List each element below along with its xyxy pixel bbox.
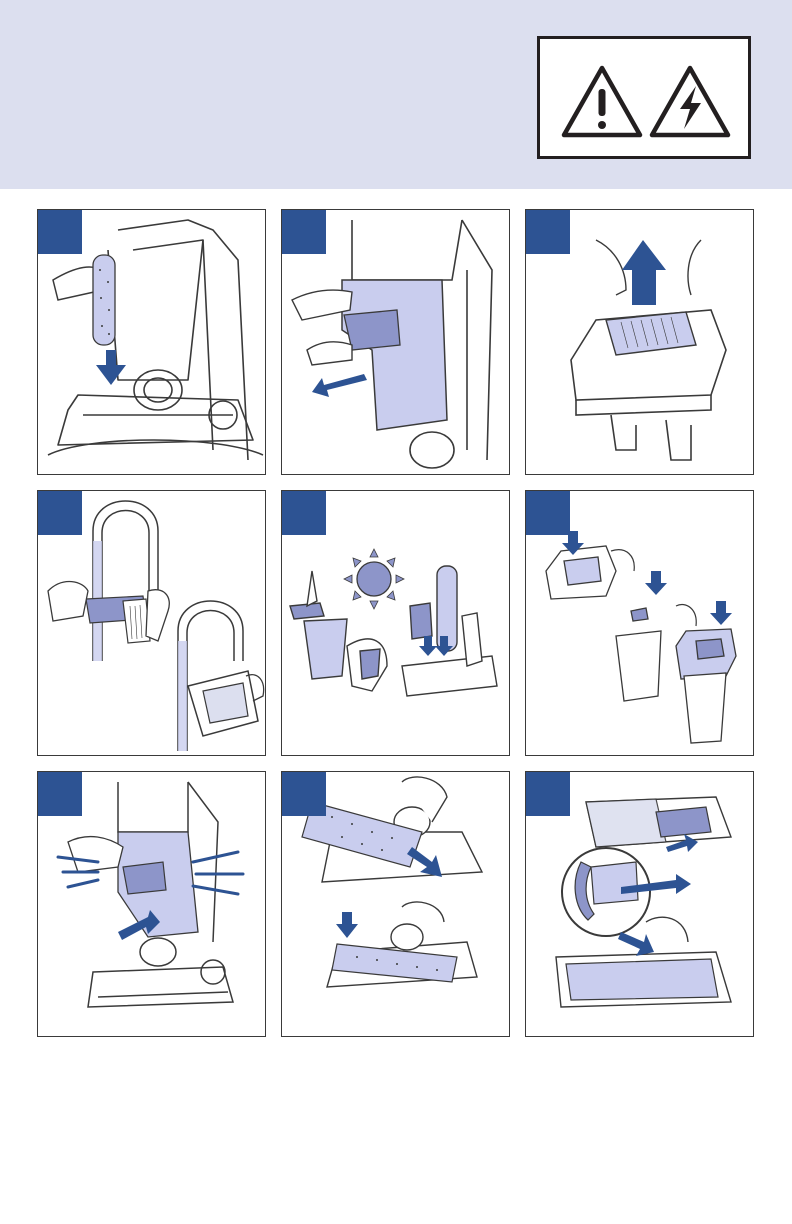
- general-warning-icon: [564, 68, 640, 135]
- step-number-tab: [282, 491, 326, 535]
- step-number-tab: [526, 772, 570, 816]
- step-panel-2: [281, 209, 510, 475]
- step-panel-8: [281, 771, 510, 1037]
- electrical-hazard-icon: [652, 68, 728, 135]
- step-panel-7: [37, 771, 266, 1037]
- warning-symbols-box: [537, 36, 751, 159]
- step-panel-4: [37, 490, 266, 756]
- step-number-tab: [282, 772, 326, 816]
- step-panel-3: [525, 209, 754, 475]
- step-panel-6: [525, 490, 754, 756]
- step-number-tab: [526, 210, 570, 254]
- step-number-tab: [526, 491, 570, 535]
- step-number-tab: [38, 491, 82, 535]
- step-number-tab: [38, 772, 82, 816]
- step-panel-1: [37, 209, 266, 475]
- sun-icon: [344, 549, 404, 609]
- step-panel-9: [525, 771, 754, 1037]
- step-panel-5: [281, 490, 510, 756]
- step-number-tab: [282, 210, 326, 254]
- step-number-tab: [38, 210, 82, 254]
